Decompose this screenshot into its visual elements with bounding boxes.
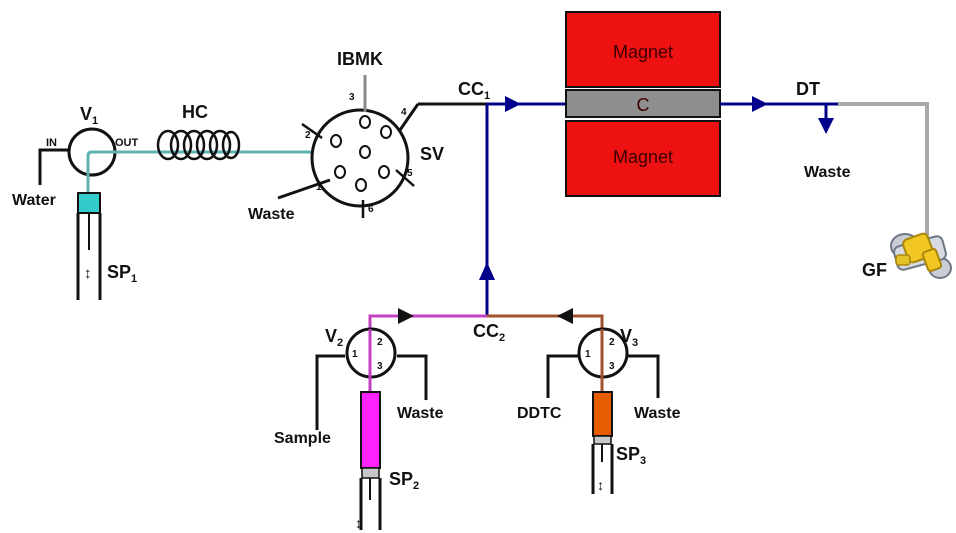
magnet-top-label: Magnet xyxy=(613,42,673,62)
sv-port-4: 4 xyxy=(401,107,407,118)
sp2-barrel xyxy=(360,391,381,469)
magnet-bottom-label: Magnet xyxy=(613,147,673,167)
sv-waste-line xyxy=(277,178,331,200)
sp3-motion-icon: ↕ xyxy=(597,477,604,493)
sp1-motion-icon: ↕ xyxy=(84,265,92,282)
dt-waste-arrow xyxy=(818,118,834,134)
v3-label: V3 xyxy=(620,326,638,349)
sv-port-5: 5 xyxy=(407,168,413,179)
cc2-left-arrow xyxy=(398,308,414,324)
gf-icon xyxy=(890,232,952,279)
ddtc-label: DDTC xyxy=(517,405,562,422)
v3-port-1: 1 xyxy=(585,349,591,360)
column-label: C xyxy=(637,95,650,115)
magnet-bottom-block xyxy=(565,120,721,197)
sv-port-hole-top xyxy=(359,115,371,129)
dt-waste-label: Waste xyxy=(804,164,851,181)
sv-port-hole-bottom-right xyxy=(378,165,390,179)
sp1-label: SP1 xyxy=(107,262,137,285)
v3-waste-line xyxy=(628,354,660,398)
cc2-up-arrow xyxy=(479,262,495,280)
v2-assembly: 1 2 3 ↕ xyxy=(315,327,428,531)
sv-waste-label: Waste xyxy=(248,206,295,223)
sp2-motion-icon: ↕ xyxy=(355,515,362,531)
v3-port-3: 3 xyxy=(609,361,615,372)
cc2-label: CC2 xyxy=(473,321,505,344)
v3-assembly: 1 2 3 ↕ xyxy=(546,327,660,494)
sv-port-hole-left xyxy=(330,134,342,148)
sv-port-3: 3 xyxy=(349,92,355,103)
hc-label: HC xyxy=(182,102,208,122)
magnet-top-block xyxy=(565,11,721,88)
sv-port-hole-center xyxy=(359,145,371,159)
v2-port-1: 1 xyxy=(352,349,358,360)
v3-ddtc-line xyxy=(546,354,578,398)
dt-arrow xyxy=(752,96,768,112)
sv-port-4-line xyxy=(398,103,420,131)
v2-sample-line xyxy=(315,354,345,430)
column-c xyxy=(565,89,721,118)
sp2-label: SP2 xyxy=(389,469,419,492)
sv-port-hole-bottom xyxy=(355,178,367,192)
cc1-arrow xyxy=(505,96,521,112)
dt-label: DT xyxy=(796,79,820,99)
sv-port-1: 1 xyxy=(316,182,322,193)
sp2-seal xyxy=(361,467,380,479)
sp3-seal xyxy=(593,435,612,445)
sv-port-5-stub xyxy=(395,169,415,187)
sp1-plug xyxy=(77,192,101,214)
v2-waste-label: Waste xyxy=(397,405,444,422)
sv-valve-assembly: 1 2 3 4 5 6 xyxy=(277,75,420,218)
sv-port-2: 2 xyxy=(305,130,311,141)
sv-label: SV xyxy=(420,144,444,164)
in-label: IN xyxy=(46,137,57,149)
water-line xyxy=(38,148,68,185)
v1-label: V1 xyxy=(80,104,98,127)
cc2-right-arrow xyxy=(557,308,573,324)
hc-coil xyxy=(156,129,241,161)
v1-assembly: ↕ xyxy=(38,127,117,300)
ibmk-label: IBMK xyxy=(337,49,383,69)
v3-waste-label: Waste xyxy=(634,405,681,422)
sp3-barrel xyxy=(592,391,613,437)
sample-label: Sample xyxy=(274,430,331,447)
v2-port-3: 3 xyxy=(377,361,383,372)
out-label: OUT xyxy=(115,137,139,149)
sp3-label: SP3 xyxy=(616,444,646,467)
v2-label: V2 xyxy=(325,326,343,349)
sv-port-2-stub xyxy=(301,122,323,140)
sv-port-hole-bottom-left xyxy=(334,165,346,179)
water-label: Water xyxy=(12,192,56,209)
v2-port-2: 2 xyxy=(377,337,383,348)
gray-gf-line xyxy=(838,102,929,236)
v1-internal-path xyxy=(86,150,115,195)
v2-waste-line xyxy=(397,354,428,400)
sv-port-6: 6 xyxy=(368,204,374,215)
v3-port-2: 2 xyxy=(609,337,615,348)
cc1-label: CC1 xyxy=(458,79,490,102)
sv-port-hole-right xyxy=(380,125,392,139)
gf-label: GF xyxy=(862,260,887,280)
